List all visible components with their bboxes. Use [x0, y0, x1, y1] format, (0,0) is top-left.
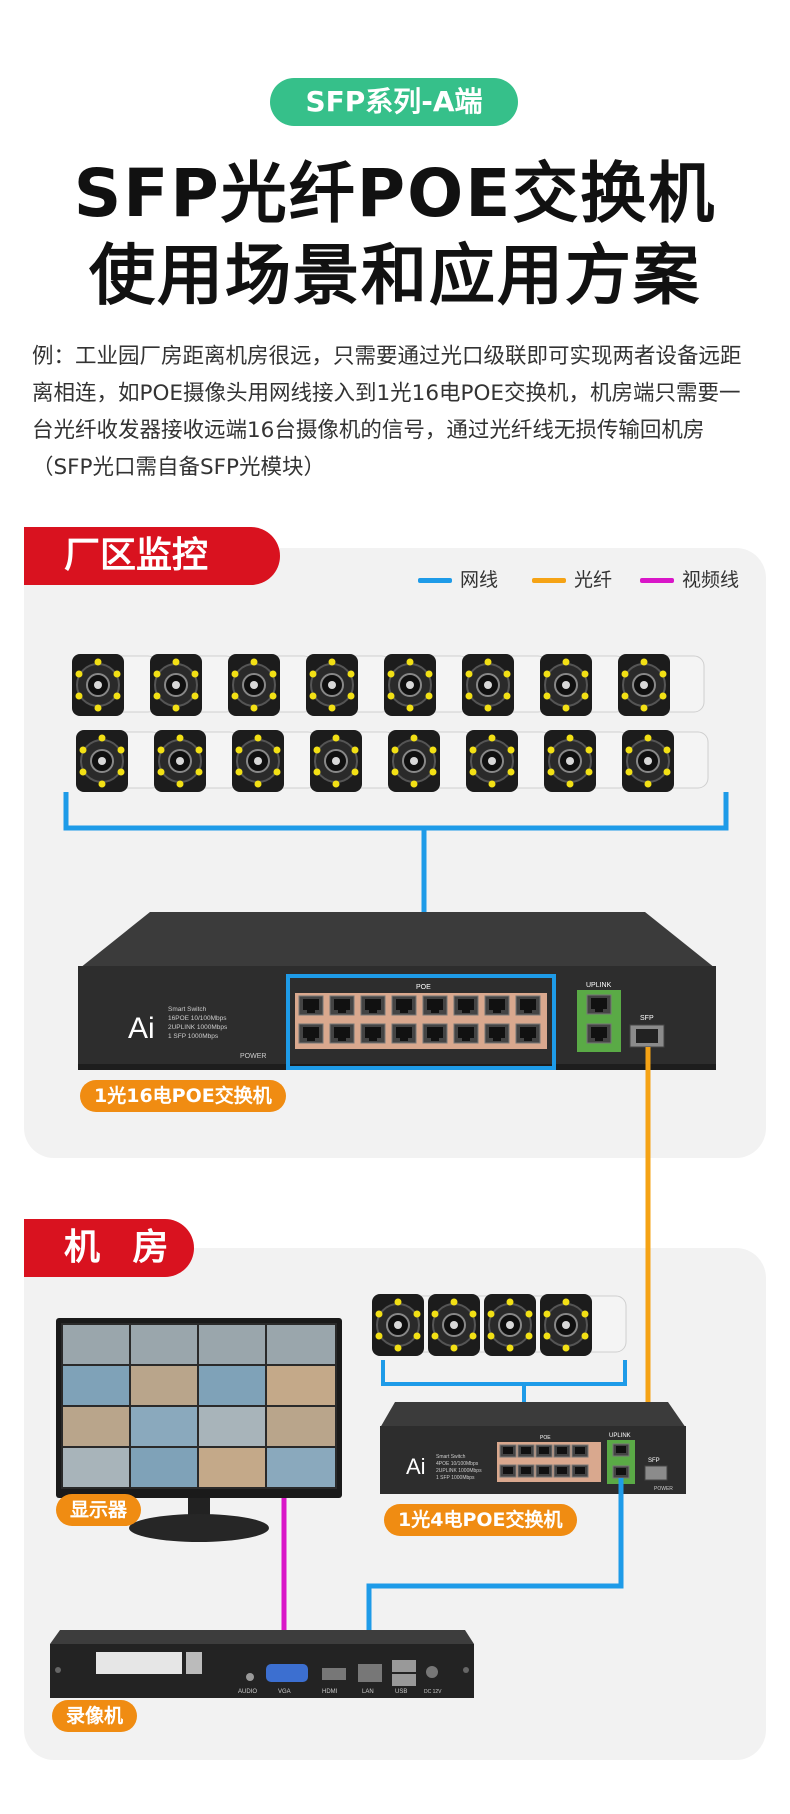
legend-fiber: 光纤	[532, 568, 612, 592]
factory-switch-spec-3: 1 SFP 1000Mbps	[168, 1033, 219, 1040]
legend-network-label: 网线	[460, 569, 499, 591]
factory-switch-label: 1光16电POE交换机	[80, 1080, 286, 1112]
nvr-port-dc: DC 12V	[424, 1689, 442, 1695]
nvr-port-audio: AUDIO	[238, 1689, 257, 1695]
factory-switch-spec-2: 2UPLINK 1000Mbps	[168, 1024, 228, 1031]
series-tag: SFP系列-A端	[270, 78, 518, 126]
factory-switch-spec-1: 16POE 10/100Mbps	[168, 1015, 227, 1022]
page-title-line2: 使用场景和应用方案	[89, 237, 701, 314]
room-switch-spec-3: 1 SFP 1000Mbps	[436, 1475, 475, 1481]
room-switch-sfp-label: SFP	[648, 1458, 660, 1464]
room-switch: Ai Smart Switch 4POE 10/100Mbps 2UPLINK …	[380, 1402, 686, 1494]
legend-network-swatch	[418, 578, 452, 583]
legend-video-swatch	[640, 578, 674, 583]
room-cameras	[371, 1293, 627, 1357]
room-network-cable-nvr	[366, 1478, 624, 1672]
legend-fiber-swatch	[532, 578, 566, 583]
nvr-port-lan: LAN	[362, 1689, 374, 1695]
room-switch-poe-label: POE	[540, 1435, 551, 1441]
legend-video-label: 视频线	[682, 569, 740, 591]
description: 例：工业园厂房距离机房很远，只需要通过光口级联即可实现两者设备远距离相连，如PO…	[32, 344, 742, 480]
room-section-tag: 机 房	[24, 1219, 194, 1277]
factory-switch-poe-label: POE	[416, 984, 431, 991]
nvr: AUDIO VGA HDMI LAN USB DC 12V	[50, 1630, 474, 1698]
legend-network: 网线	[418, 568, 498, 592]
factory-switch-spec-0: Smart Switch	[168, 1006, 207, 1013]
factory-switch: Ai Smart Switch 16POE 10/100Mbps 2UPLINK…	[78, 912, 716, 1070]
nvr-port-vga: VGA	[278, 1689, 291, 1695]
room-switch-brand: Ai	[406, 1454, 426, 1479]
monitor-label: 显示器	[56, 1494, 142, 1526]
legend-video: 视频线	[640, 568, 739, 592]
monitor	[56, 1318, 342, 1542]
factory-switch-power-label: POWER	[240, 1053, 266, 1060]
room-switch-label: 1光4电POE交换机	[384, 1504, 577, 1536]
room-switch-spec-2: 2UPLINK 1000Mbps	[436, 1468, 482, 1474]
factory-section-tag: 厂区监控	[24, 527, 280, 585]
nvr-port-hdmi: HDMI	[322, 1689, 338, 1695]
legend-fiber-label: 光纤	[574, 569, 613, 591]
factory-switch-brand: Ai	[128, 1012, 155, 1045]
factory-switch-uplink-label: UPLINK	[586, 982, 612, 989]
room-switch-spec-0: Smart Switch	[436, 1454, 466, 1460]
room-switch-spec-1: 4POE 10/100Mbps	[436, 1461, 479, 1467]
factory-cameras	[71, 653, 709, 793]
page-title-line1: SFP光纤POE交换机	[73, 155, 717, 232]
nvr-port-usb: USB	[395, 1689, 407, 1695]
room-switch-power-label: POWER	[654, 1486, 673, 1492]
factory-switch-sfp-label: SFP	[640, 1015, 654, 1022]
room-switch-uplink-label: UPLINK	[609, 1433, 631, 1439]
nvr-label: 录像机	[52, 1700, 138, 1732]
